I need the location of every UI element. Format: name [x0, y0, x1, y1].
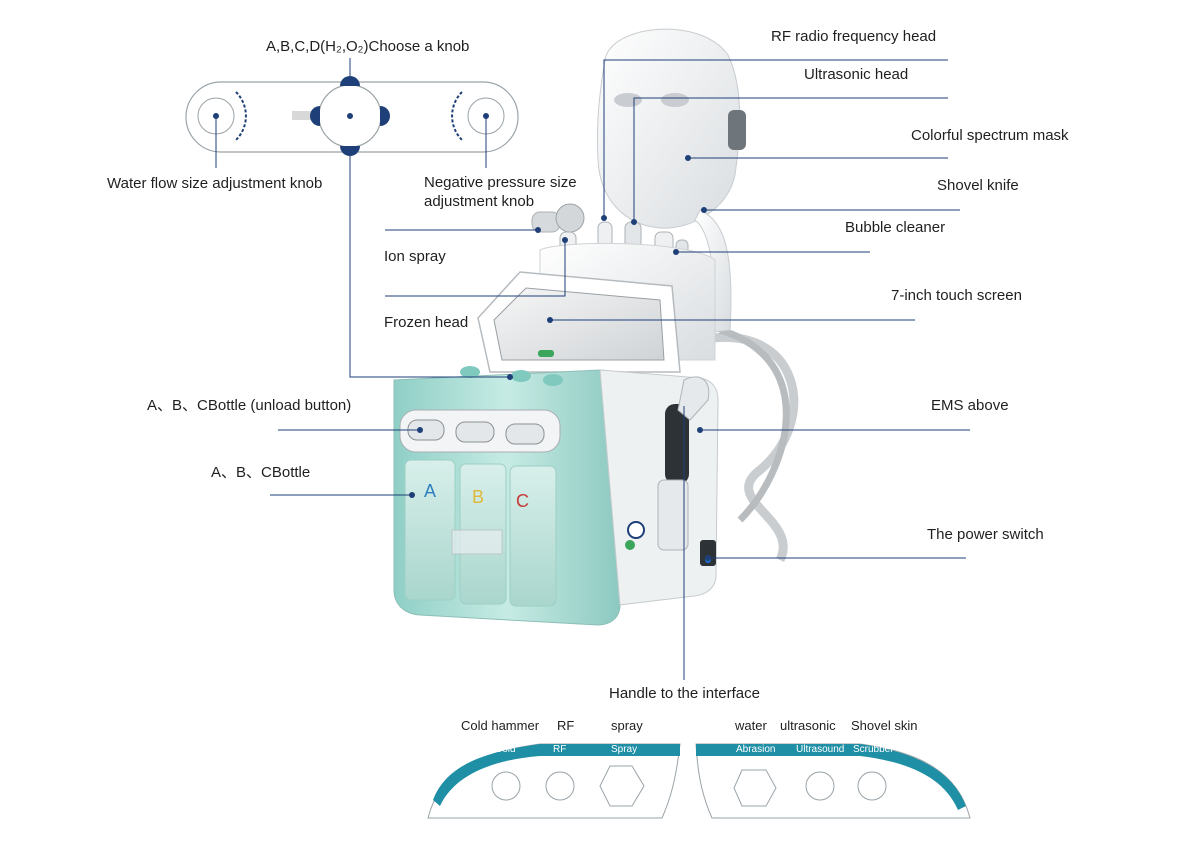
interface-label-cold-hammer: Cold hammer: [461, 718, 540, 733]
interface-label-water: water: [735, 718, 767, 733]
touch-screen[interactable]: [477, 271, 681, 373]
unload-button-b[interactable]: [455, 421, 495, 443]
bubble-cleaner-label: Bubble cleaner: [845, 219, 946, 236]
touch-screen-label: 7-inch touch screen: [891, 287, 1022, 304]
bottle-letter-c: C: [516, 491, 529, 511]
power-switch-label: The power switch: [927, 526, 1044, 543]
knob-panel-title: A,B,C,D(H₂,O₂)Choose a knob: [266, 38, 470, 55]
interface-label-spray: spray: [611, 718, 643, 733]
interface-panel-left: [427, 743, 681, 819]
interface-label-shovel-skin: Shovel skin: [851, 718, 918, 733]
interface-tag-spray: Spray: [611, 744, 638, 755]
interface-tag-cold: Cold: [495, 744, 516, 755]
frozen-head-label: Frozen head: [384, 314, 469, 331]
knob-panel: [185, 76, 519, 156]
interface-tag-rf: RF: [553, 744, 567, 755]
bottles-label: A、B、CBottle: [211, 464, 311, 481]
leader-dots: [409, 155, 711, 561]
ultrasonic-head-label: Ultrasonic head: [804, 66, 909, 83]
bottle-letter-a: A: [424, 481, 437, 501]
shovel-knife-label: Shovel knife: [937, 177, 1019, 194]
unload-button-c[interactable]: [505, 423, 545, 445]
ion-spray-label: Ion spray: [384, 248, 446, 265]
machine-illustration: [393, 28, 799, 626]
water-flow-knob-label: Water flow size adjustment knob: [107, 175, 323, 192]
interface-panel-right: [695, 743, 971, 819]
interface-tag-abrasion: Abrasion: [736, 744, 776, 755]
interface-tag-ultrasound: Ultrasound: [796, 744, 845, 755]
interface-label-ultrasonic: ultrasonic: [780, 718, 836, 733]
spectrum-mask-label: Colorful spectrum mask: [911, 127, 1069, 144]
bottle-letter-b: B: [472, 487, 485, 507]
rf-head-label: RF radio frequency head: [771, 28, 937, 45]
spectrum-mask: [596, 28, 741, 229]
bottle-unload-label: A、B、CBottle (unload button): [147, 397, 352, 414]
leader-lines: [215, 58, 970, 680]
interface-label-rf: RF: [557, 718, 575, 733]
negative-pressure-knob-label: Negative pressure size adjustment knob: [424, 174, 577, 210]
ems-above-label: EMS above: [931, 397, 1009, 414]
interface-title: Handle to the interface: [609, 685, 760, 702]
interface-tag-scrubber: Scrubber: [853, 744, 894, 755]
